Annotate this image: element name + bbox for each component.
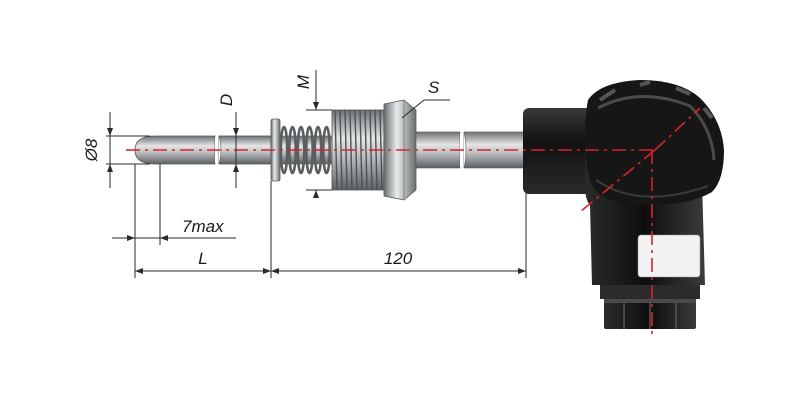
tip-length-label: 7max: [182, 217, 224, 236]
head-label-plate: [637, 234, 701, 278]
immersion-length-label: L: [198, 249, 207, 268]
dimension-labels: Ø8 D M S 7max L 120: [82, 74, 440, 268]
connection-head: [523, 80, 724, 329]
thread-ridge: [339, 109, 343, 191]
centerlines: [126, 107, 701, 335]
dimension-lines: [106, 70, 527, 278]
d-label: D: [217, 94, 236, 106]
s-label: S: [428, 78, 440, 97]
spring-coil: [304, 125, 314, 175]
m-label: M: [294, 74, 313, 89]
extension-length-label: 120: [384, 249, 413, 268]
threaded-fitting: [331, 109, 385, 191]
diameter-label: Ø8: [82, 138, 101, 162]
thread-ridge: [364, 109, 368, 191]
